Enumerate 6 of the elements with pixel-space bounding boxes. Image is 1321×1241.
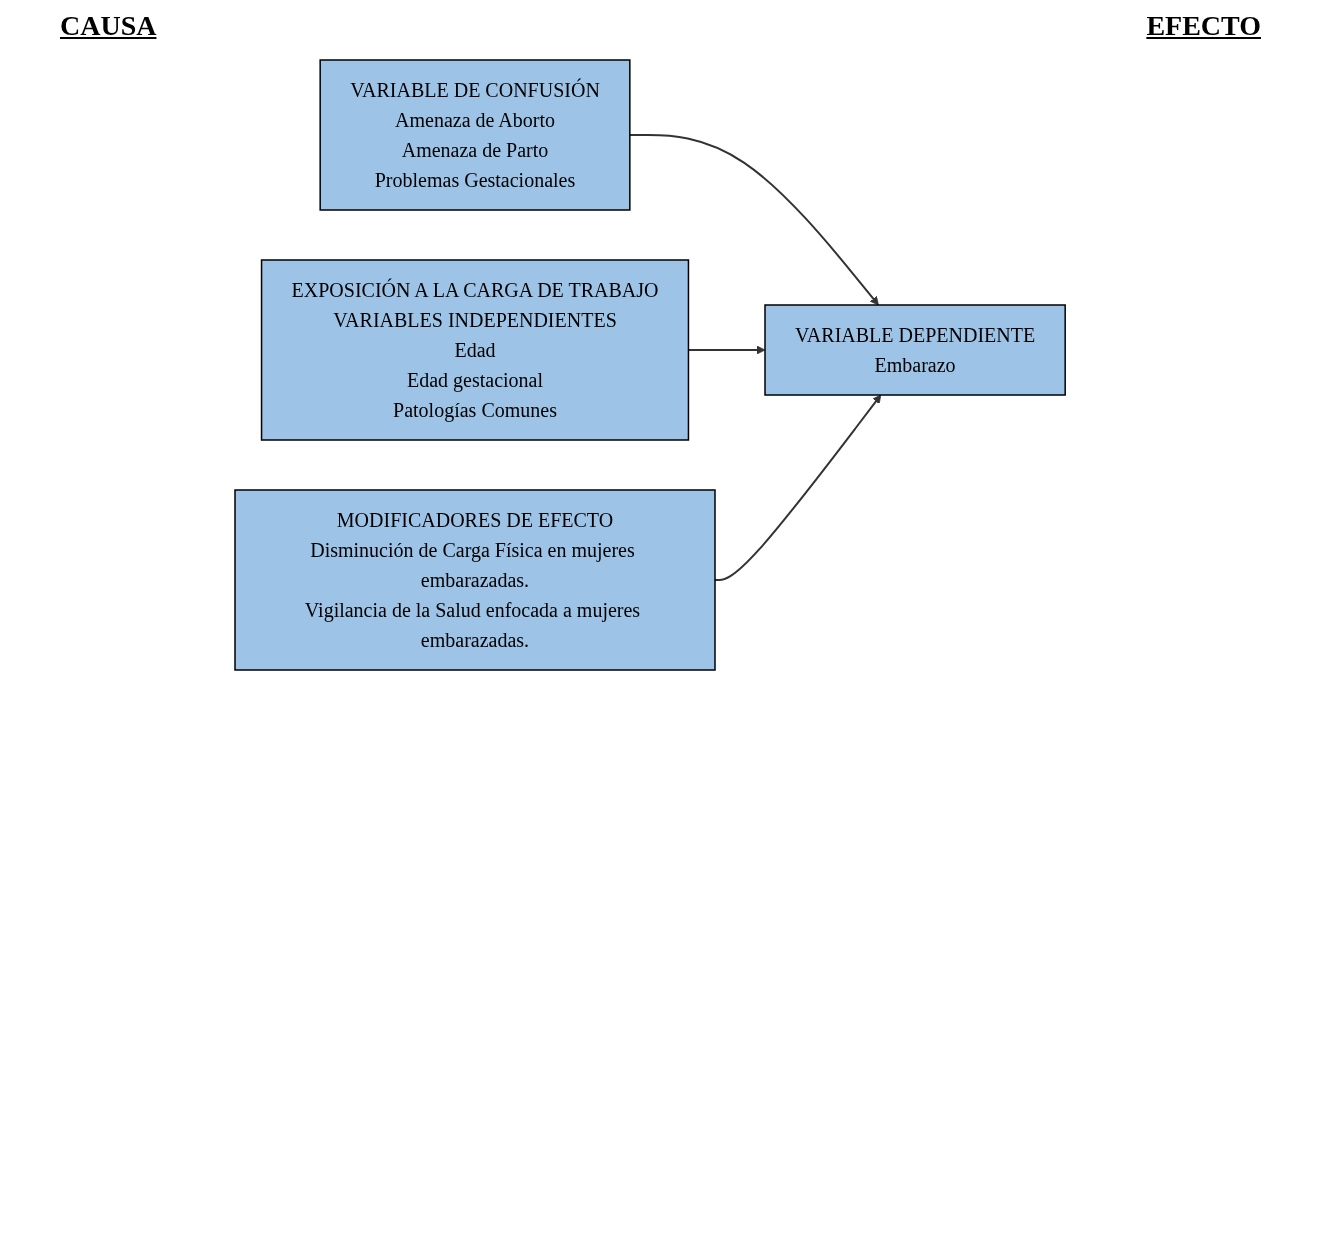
- node-box: VARIABLE DEPENDIENTE Embarazo: [764, 304, 1066, 396]
- section-heading: EFECTO: [1146, 10, 1261, 42]
- node-box: MODIFICADORES DE EFECTO Disminución de Carga Física en mujeres embarazadas. Vigilancia de la Salud enfocada a mujeres embarazadas.: [234, 489, 716, 671]
- node-box: EXPOSICIÓN A LA CARGA DE TRABAJO VARIABLES INDEPENDIENTES Edad Edad gestacional Patologías Comunes: [260, 259, 690, 441]
- node-box: VARIABLE DE CONFUSIÓN Amenaza de Aborto Amenaza de Parto Problemas Gestacionales: [319, 59, 631, 211]
- section-heading: CAUSA: [60, 10, 157, 42]
